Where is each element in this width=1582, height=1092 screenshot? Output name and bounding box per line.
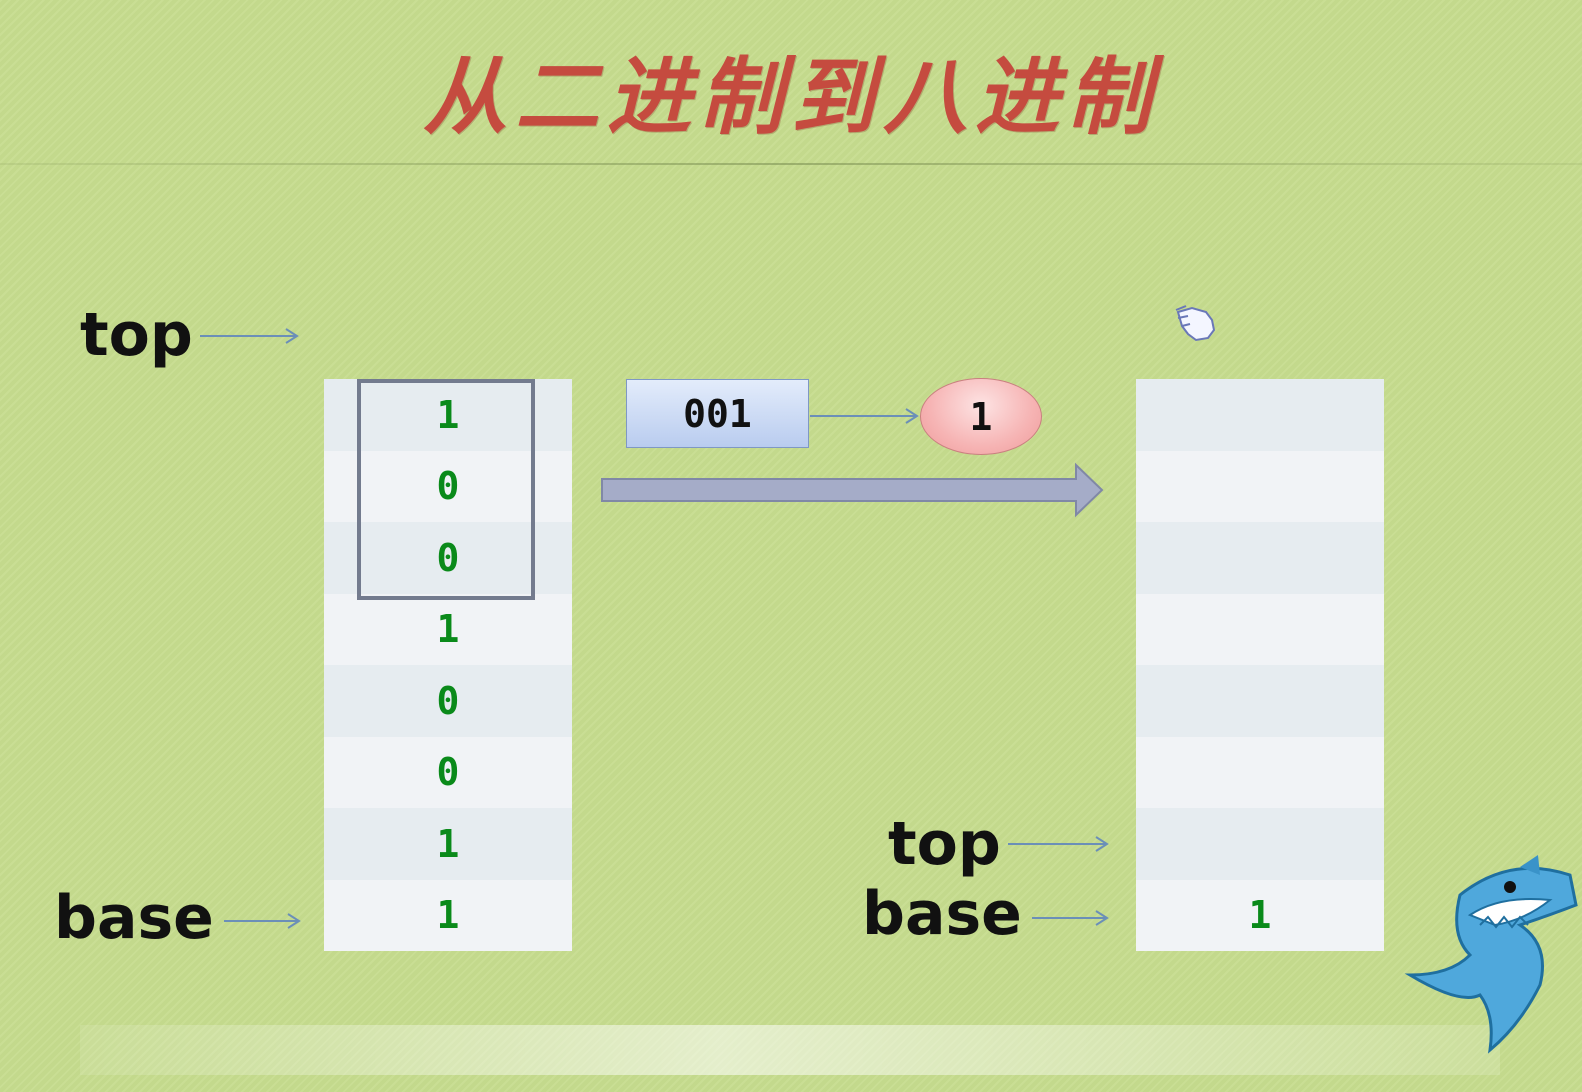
- slide-title: 从二进制到八进制: [422, 47, 1159, 146]
- title-divider: [0, 163, 1582, 165]
- octal-stack: 1: [1136, 379, 1384, 951]
- octal-stack-cell: 1: [1136, 879, 1384, 951]
- octal-stack-cell: [1136, 808, 1384, 880]
- left-top-pointer: [200, 328, 299, 344]
- right-base-label: base: [862, 879, 1022, 949]
- right-base-pointer: [1032, 910, 1109, 926]
- octal-stack-cell: [1136, 593, 1384, 665]
- octal-stack-cell: [1136, 522, 1384, 594]
- shark-mascot-icon: [1404, 855, 1578, 1054]
- binary-stack-cell: 0: [324, 522, 572, 594]
- binary-stack-cell: 1: [324, 879, 572, 951]
- selected-group-frame: [357, 379, 535, 600]
- transfer-arrow-icon: [601, 462, 1104, 518]
- binary-stack-cell: 1: [324, 593, 572, 665]
- binary-stack-cell: 0: [324, 450, 572, 522]
- octal-stack-cell: [1136, 736, 1384, 808]
- octal-stack-cell: [1136, 450, 1384, 522]
- bit-group-box: 001: [626, 379, 809, 448]
- right-top-label: top: [888, 809, 1001, 879]
- octal-digit-oval: 1: [920, 378, 1042, 455]
- left-base-pointer: [224, 913, 301, 929]
- footer-band: [80, 1025, 1500, 1075]
- binary-stack-cell: 0: [324, 736, 572, 808]
- octal-stack-cell: [1136, 665, 1384, 737]
- left-base-label: base: [54, 883, 214, 953]
- hand-cursor-icon: [1175, 305, 1216, 342]
- binary-stack-cell: 0: [324, 665, 572, 737]
- left-top-label: top: [80, 300, 193, 370]
- octal-stack-cell: [1136, 379, 1384, 451]
- right-top-pointer: [1008, 836, 1109, 852]
- binary-stack: 1 0 0 1 0 0 1 1: [324, 379, 572, 951]
- binary-stack-cell: 1: [324, 379, 572, 451]
- conversion-pointer: [810, 408, 919, 424]
- binary-stack-cell: 1: [324, 808, 572, 880]
